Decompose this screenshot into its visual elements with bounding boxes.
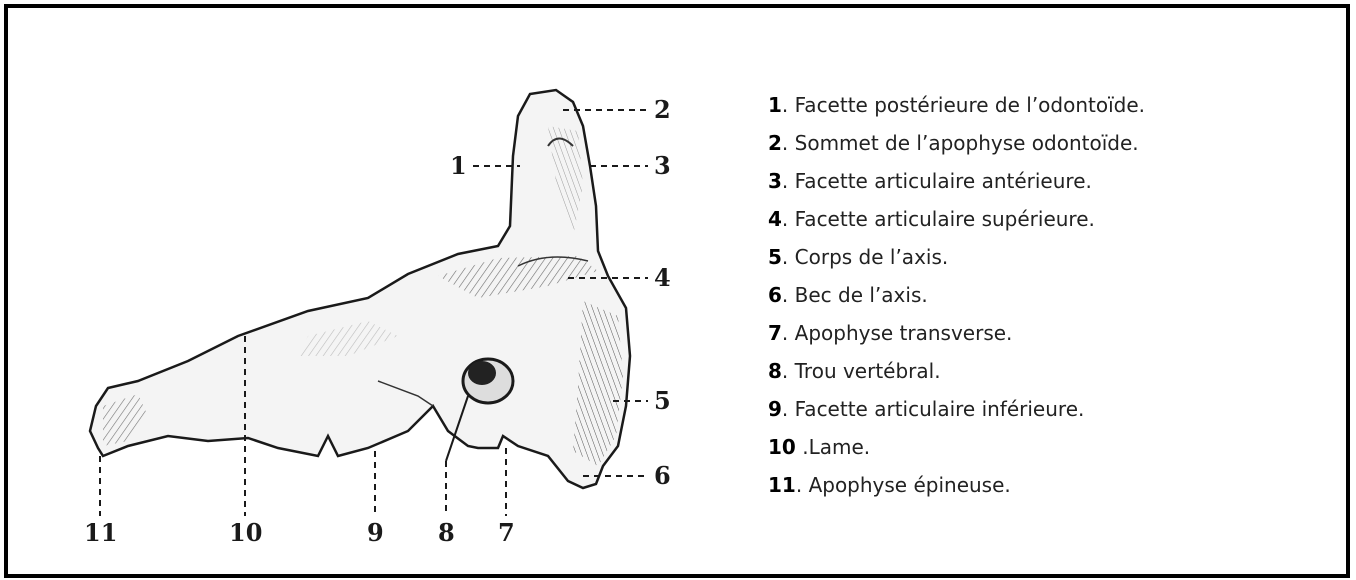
callout-8: 8 [438,518,455,547]
callout-7: 7 [498,518,515,547]
legend-item: 11. Apophyse épineuse. [768,466,1145,504]
legend-item: 1. Facette postérieure de l’odontoïde. [768,86,1145,124]
vertebra-outline [90,90,630,488]
callout-4: 4 [654,263,671,292]
legend-item: 4. Facette articulaire supérieure. [768,200,1145,238]
legend-item: 6. Bec de l’axis. [768,276,1145,314]
legend-item: 9. Facette articulaire inférieure. [768,390,1145,428]
legend-item: 2. Sommet de l’apophyse odontoïde. [768,124,1145,162]
callout-1: 1 [450,151,467,180]
callout-3: 3 [654,151,671,180]
callout-6: 6 [654,461,671,490]
callout-10: 10 [229,518,262,547]
callout-9: 9 [367,518,384,547]
legend-item: 7. Apophyse transverse. [768,314,1145,352]
legend-item: 8. Trou vertébral. [768,352,1145,390]
legend-item: 5. Corps de l’axis. [768,238,1145,276]
axis-vertebra-drawing: 2 1 3 4 5 6 7 8 9 10 11 [78,36,708,566]
callout-2: 2 [654,95,671,124]
legend-list: 1. Facette postérieure de l’odontoïde. 2… [768,86,1145,504]
callout-5: 5 [654,386,671,415]
axis-vertebra-illustration: 2 1 3 4 5 6 7 8 9 10 11 [78,36,708,566]
figure-frame: 2 1 3 4 5 6 7 8 9 10 11 1. Facette posté… [4,4,1350,578]
legend-item: 3. Facette articulaire antérieure. [768,162,1145,200]
callout-11: 11 [84,518,117,547]
legend-item: 10 .Lame. [768,428,1145,466]
